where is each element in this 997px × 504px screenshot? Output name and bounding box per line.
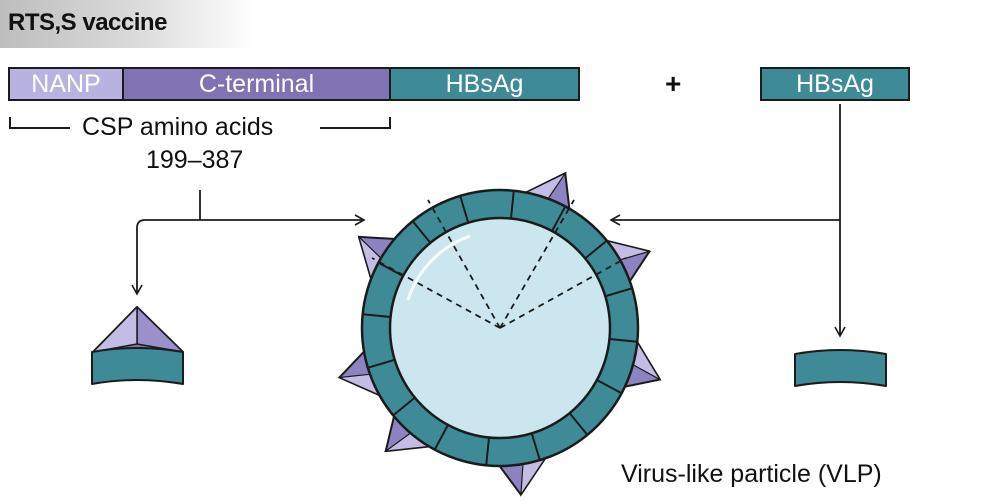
vlp-tile-divider: [605, 287, 633, 298]
csp-bracket: [9, 117, 391, 129]
vlp-particle: [337, 171, 662, 497]
c-terminal-segment: C-terminal: [122, 67, 391, 101]
plus-sign: +: [665, 68, 682, 99]
title-band: [0, 0, 255, 48]
vlp-tile-dividers: [362, 190, 638, 466]
vlp-dashed-lines: [371, 199, 627, 329]
rts-fusion-unit: [91, 306, 184, 385]
vlp-tile-divider: [392, 396, 416, 417]
vlp-tile-divider: [530, 433, 541, 461]
hbsag-separate-segment: HBsAg: [760, 67, 910, 101]
vlp-tile-divider: [459, 195, 470, 223]
vlp-tile-divider: [551, 205, 567, 232]
right-connector: [609, 104, 846, 338]
vlp-tile-divider: [509, 190, 515, 219]
vlp-tile-divider: [584, 239, 608, 260]
vlp-tile-divider: [568, 412, 589, 436]
page-title: RTS,S vaccine: [8, 9, 167, 36]
vlp-highlight: [406, 234, 471, 301]
csp-label: CSP amino acids: [82, 113, 274, 141]
vlp-tile-divider: [485, 437, 491, 466]
vlp-tile-divider: [411, 220, 432, 244]
hbsag-fused-segment: HBsAg: [389, 67, 580, 101]
csp-range-label: 199–387: [146, 146, 244, 174]
vlp-tile-divider: [433, 424, 449, 451]
nanp-segment: NANP: [8, 67, 124, 101]
hbsag-unit: [794, 349, 887, 387]
left-connector: [131, 190, 366, 296]
vlp-label: Virus-like particle (VLP): [621, 460, 882, 488]
vlp-tile-divider: [609, 337, 638, 343]
vlp-tile-divider: [596, 379, 623, 395]
vlp-tile-divider: [367, 358, 395, 369]
vlp-tile-divider: [362, 313, 391, 319]
